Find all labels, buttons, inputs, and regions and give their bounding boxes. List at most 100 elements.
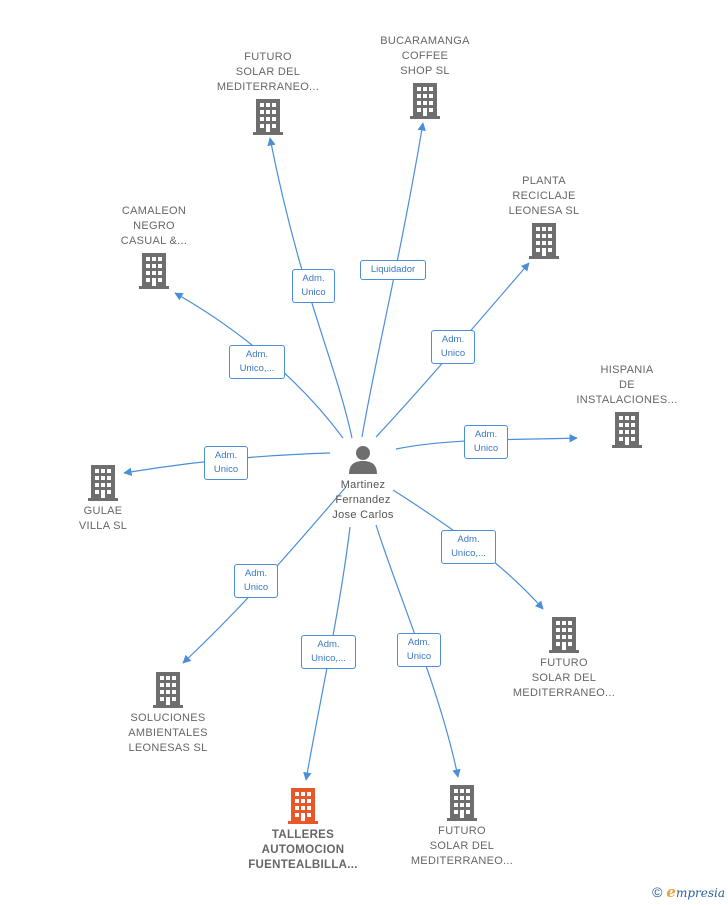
building-icon xyxy=(612,412,642,448)
edge-label-line: Adm. xyxy=(317,639,340,650)
edge-label-bucaramanga: Liquidador xyxy=(360,260,426,280)
building-icon-highlighted xyxy=(288,788,318,824)
edge-label-line: Unico xyxy=(473,443,499,454)
edge-label-camaleon: Adm. Unico,... xyxy=(229,345,285,379)
brand-initial: e xyxy=(666,883,676,901)
company-node-talleres-automocion[interactable]: TALLERES AUTOMOCION FUENTEALBILLA... xyxy=(228,788,378,873)
center-name-line: Jose Carlos xyxy=(332,509,394,521)
building-icon xyxy=(139,253,169,289)
edge-label-line: Adm. xyxy=(474,429,498,440)
edge-label-line: Adm. xyxy=(441,334,465,345)
company-name-line: AUTOMOCION xyxy=(261,844,345,856)
edge-label-line: Adm. xyxy=(214,450,238,461)
company-name-line: FUTURO xyxy=(438,825,486,837)
company-name-line: SHOP SL xyxy=(400,65,450,77)
edge-label-line: Unico,... xyxy=(311,653,346,664)
edge-label-line: Adm. xyxy=(457,534,480,545)
company-name: FUTURO SOLAR DEL MEDITERRANEO... xyxy=(193,50,343,95)
company-name-line: AMBIENTALES xyxy=(128,727,208,739)
company-node-planta-reciclaje[interactable]: PLANTA RECICLAJE LEONESA SL xyxy=(469,174,619,259)
footer-brand[interactable]: © empresia xyxy=(652,883,725,901)
edge-label-line: Unico xyxy=(440,348,466,359)
edge-label-line: Adm. xyxy=(244,568,268,579)
center-person-name: Martinez Fernandez Jose Carlos xyxy=(313,478,413,523)
company-name-line: COFFEE xyxy=(401,50,449,62)
building-icon xyxy=(253,99,283,135)
company-name: FUTURO SOLAR DEL MEDITERRANEO... xyxy=(489,656,639,701)
company-name-line: SOLUCIONES xyxy=(130,712,206,724)
company-node-camaleon[interactable]: CAMALEON NEGRO CASUAL &... xyxy=(79,204,229,289)
building-icon xyxy=(447,785,477,821)
copyright-icon: © xyxy=(652,884,663,900)
company-name-line: TALLERES xyxy=(271,829,335,841)
company-name-line: VILLA SL xyxy=(78,520,128,532)
company-name-line: PLANTA xyxy=(522,175,566,187)
company-node-futuro-solar-2[interactable]: FUTURO SOLAR DEL MEDITERRANEO... xyxy=(489,617,639,701)
building-icon xyxy=(529,223,559,259)
building-icon xyxy=(88,465,118,501)
company-name: BUCARAMANGA COFFEE SHOP SL xyxy=(350,34,500,79)
company-name-line: FUTURO xyxy=(244,51,292,63)
company-name-line: SOLAR DEL xyxy=(429,840,495,852)
brand-logo: empresia xyxy=(666,883,725,901)
company-name-line: NEGRO xyxy=(133,220,175,232)
building-icon xyxy=(549,617,579,653)
company-name-line: SOLAR DEL xyxy=(531,672,597,684)
company-name-line: CAMALEON xyxy=(121,205,187,217)
company-node-futuro-solar-3[interactable]: FUTURO SOLAR DEL MEDITERRANEO... xyxy=(387,785,537,869)
company-name: TALLERES AUTOMOCION FUENTEALBILLA... xyxy=(228,828,378,873)
company-name-line: BUCARAMANGA xyxy=(380,35,470,47)
edge-label-planta: Adm. Unico xyxy=(431,330,475,364)
center-person[interactable]: Martinez Fernandez Jose Carlos xyxy=(313,444,413,523)
edge-label-futuro2: Adm. Unico,... xyxy=(441,530,496,564)
edge-label-line: Adm. xyxy=(302,273,325,284)
company-name-line: LEONESAS SL xyxy=(128,742,208,754)
edge-label-line: Unico xyxy=(406,651,432,662)
building-icon xyxy=(153,672,183,708)
center-name-line: Martinez xyxy=(340,479,386,491)
company-node-soluciones-ambientales[interactable]: SOLUCIONES AMBIENTALES LEONESAS SL xyxy=(93,672,243,756)
edge-label-line: Unico xyxy=(213,464,239,475)
company-name: CAMALEON NEGRO CASUAL &... xyxy=(79,204,229,249)
edge-label-line: Adm. xyxy=(407,637,431,648)
edge-label-gulae: Adm. Unico xyxy=(204,446,248,480)
company-node-bucaramanga[interactable]: BUCARAMANGA COFFEE SHOP SL xyxy=(350,34,500,119)
edge-label-line: Unico,... xyxy=(239,363,275,374)
company-name-line: INSTALACIONES... xyxy=(576,394,678,406)
company-node-futuro-solar-1[interactable]: FUTURO SOLAR DEL MEDITERRANEO... xyxy=(193,50,343,135)
company-name-line: SOLAR DEL xyxy=(235,66,301,78)
company-name-line: DE xyxy=(619,379,635,391)
edge-label-line: Unico xyxy=(301,287,326,298)
company-name-line: MEDITERRANEO... xyxy=(216,81,320,93)
company-name-line: HISPANIA xyxy=(600,364,654,376)
company-name: FUTURO SOLAR DEL MEDITERRANEO... xyxy=(387,824,537,869)
edge-label-soluciones: Adm. Unico xyxy=(234,564,278,598)
company-name-line: FUENTEALBILLA... xyxy=(248,859,358,871)
edge-label-line: Unico,... xyxy=(451,548,486,559)
edge-label-hispania: Adm. Unico xyxy=(464,425,508,459)
person-icon xyxy=(349,446,377,474)
company-name: GULAE VILLA SL xyxy=(28,504,178,534)
company-name: SOLUCIONES AMBIENTALES LEONESAS SL xyxy=(93,711,243,756)
center-name-line: Fernandez xyxy=(335,494,391,506)
company-name-line: FUTURO xyxy=(540,657,588,669)
edge-label-line: Liquidador xyxy=(370,264,416,275)
company-name-line: LEONESA SL xyxy=(508,205,580,217)
edge-label-talleres: Adm. Unico,... xyxy=(301,635,356,669)
company-name-line: RECICLAJE xyxy=(512,190,576,202)
company-name: PLANTA RECICLAJE LEONESA SL xyxy=(469,174,619,219)
edge-label-line: Adm. xyxy=(245,349,269,360)
company-name-line: GULAE xyxy=(83,505,123,517)
company-name-line: MEDITERRANEO... xyxy=(410,855,514,867)
edge-bucaramanga xyxy=(361,122,426,438)
company-node-hispania[interactable]: HISPANIA DE INSTALACIONES... xyxy=(552,363,702,448)
edge-label-futuro3: Adm. Unico xyxy=(397,633,441,667)
company-name-line: CASUAL &... xyxy=(120,235,188,247)
company-node-gulae-villa[interactable]: GULAE VILLA SL xyxy=(28,465,178,534)
edge-label-futuro1: Adm. Unico xyxy=(292,269,335,303)
company-name-line: MEDITERRANEO... xyxy=(512,687,616,699)
brand-name: mpresia xyxy=(675,886,725,900)
edge-label-line: Unico xyxy=(243,582,269,593)
building-icon xyxy=(410,83,440,119)
company-name: HISPANIA DE INSTALACIONES... xyxy=(552,363,702,408)
